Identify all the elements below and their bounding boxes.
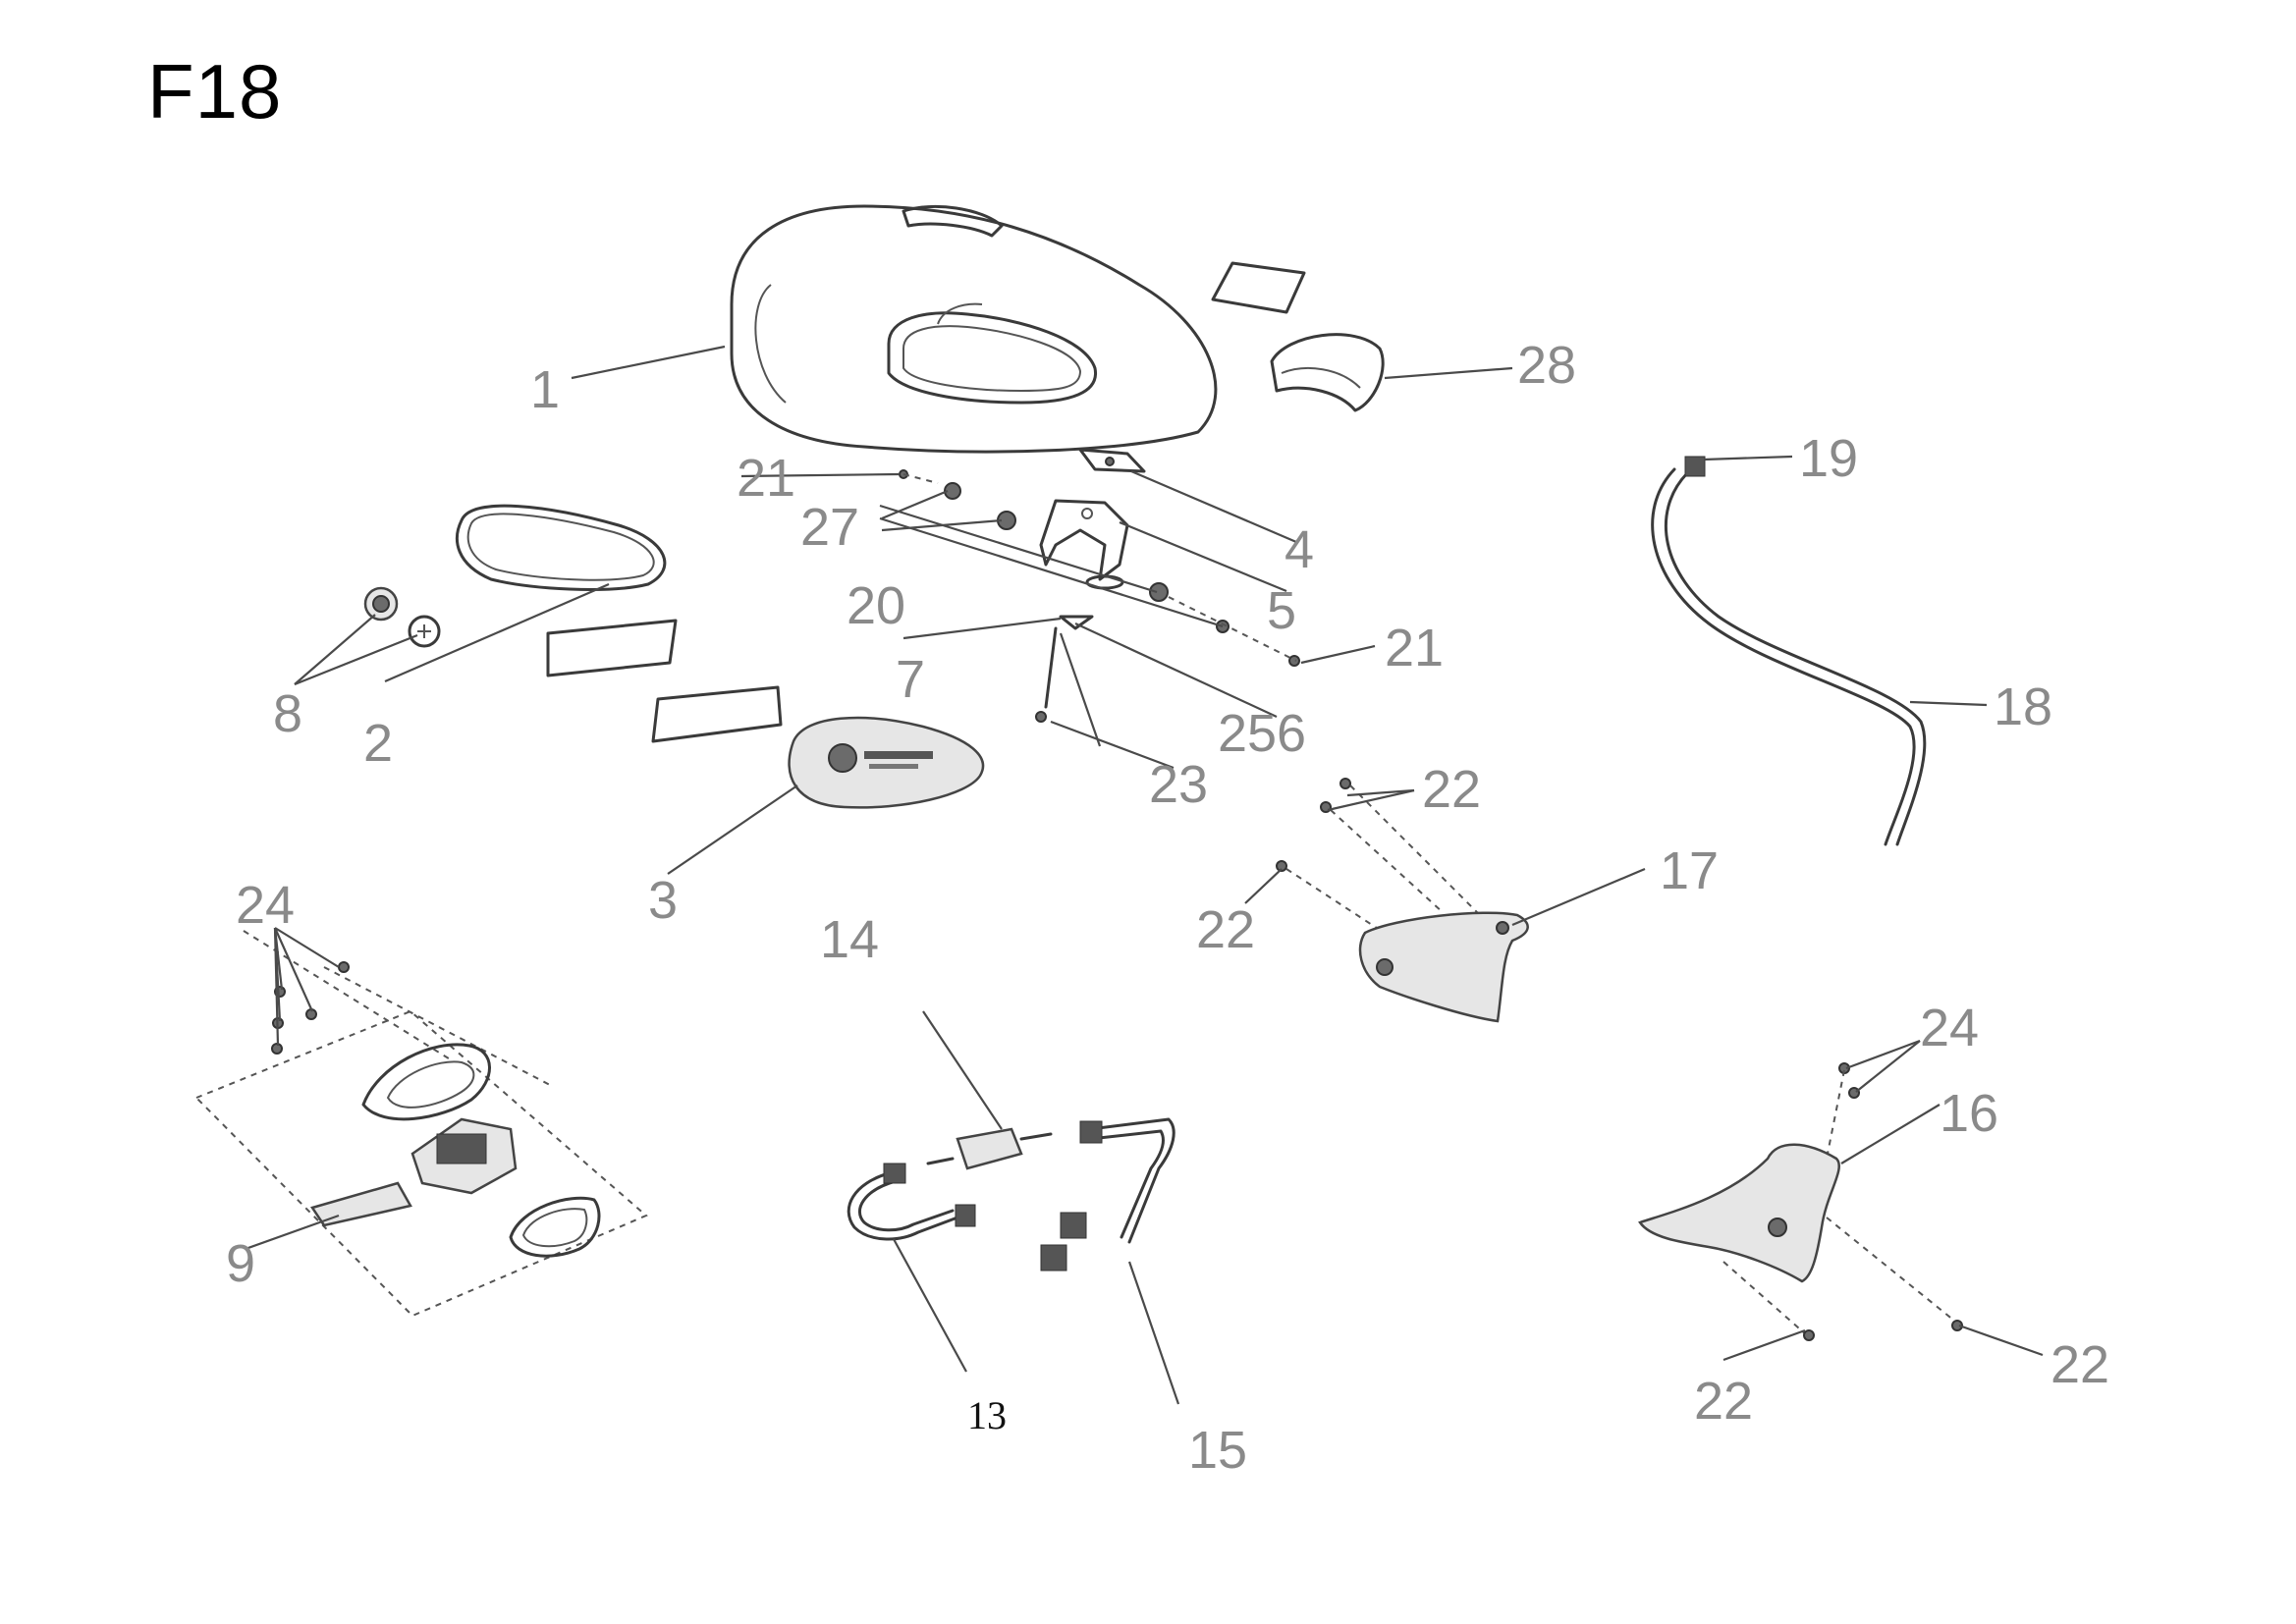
fuel-tank-part bbox=[730, 204, 1218, 454]
fuel-hose-left-part bbox=[847, 1163, 976, 1241]
grommet-parts bbox=[363, 586, 441, 648]
callout-22-left: 22 bbox=[1196, 900, 1255, 959]
callout-4: 4 bbox=[1285, 520, 1314, 579]
tank-bracket-part bbox=[1039, 499, 1129, 581]
warning-label-part bbox=[1211, 261, 1306, 314]
callout-2: 2 bbox=[363, 714, 393, 773]
callout-22-lower-left: 22 bbox=[1694, 1372, 1753, 1431]
callout-7: 7 bbox=[896, 650, 925, 709]
callout-25: 25 bbox=[1218, 704, 1277, 763]
callout-18: 18 bbox=[1994, 677, 2052, 736]
callout-23: 23 bbox=[1149, 755, 1208, 814]
callout-8: 8 bbox=[273, 684, 302, 743]
decal-sheets bbox=[546, 619, 783, 743]
callout-22-lower-right: 22 bbox=[2050, 1335, 2109, 1394]
callout-15: 15 bbox=[1188, 1421, 1247, 1480]
fuel-filter-part bbox=[926, 1127, 1053, 1170]
callout-5: 5 bbox=[1267, 581, 1296, 640]
callout-19: 19 bbox=[1799, 429, 1858, 488]
fuel-pump-assembly-part bbox=[194, 930, 648, 1318]
callout-9: 9 bbox=[226, 1234, 255, 1293]
callout-22-upper: 22 bbox=[1422, 760, 1481, 819]
callout-3: 3 bbox=[648, 871, 678, 930]
callout-leader-lines bbox=[245, 345, 2044, 1405]
fuel-cap-cover-part bbox=[1270, 333, 1385, 412]
callout-13: 13 bbox=[967, 1393, 1007, 1437]
tank-badge-part bbox=[788, 716, 985, 809]
callout-16: 16 bbox=[1940, 1084, 1998, 1143]
page-title: F18 bbox=[147, 48, 283, 135]
callout-17: 17 bbox=[1660, 841, 1719, 900]
callout-28: 28 bbox=[1517, 336, 1576, 395]
fuel-hose-right-part bbox=[1040, 1117, 1175, 1272]
rubber-pad-part bbox=[1078, 448, 1146, 473]
heat-shield-upper-part bbox=[1276, 778, 1529, 1023]
breather-hose-part bbox=[1651, 456, 1927, 846]
callout-24-left: 24 bbox=[236, 876, 295, 935]
callout-labels: 1 2 3 4 5 6 7 8 9 13 14 15 16 17 18 19 2… bbox=[226, 336, 2109, 1480]
heat-shield-lower-part bbox=[1638, 1062, 1963, 1341]
emblem-gasket-part bbox=[455, 504, 667, 591]
callout-14: 14 bbox=[820, 910, 879, 969]
callout-27: 27 bbox=[800, 498, 859, 557]
fastener-set-center bbox=[899, 469, 1300, 723]
callout-24-right: 24 bbox=[1920, 999, 1979, 1057]
callout-20: 20 bbox=[847, 576, 905, 635]
callout-21-right: 21 bbox=[1385, 619, 1444, 677]
callout-1: 1 bbox=[530, 360, 560, 419]
callout-6: 6 bbox=[1277, 704, 1306, 763]
callout-21-top: 21 bbox=[737, 449, 795, 508]
